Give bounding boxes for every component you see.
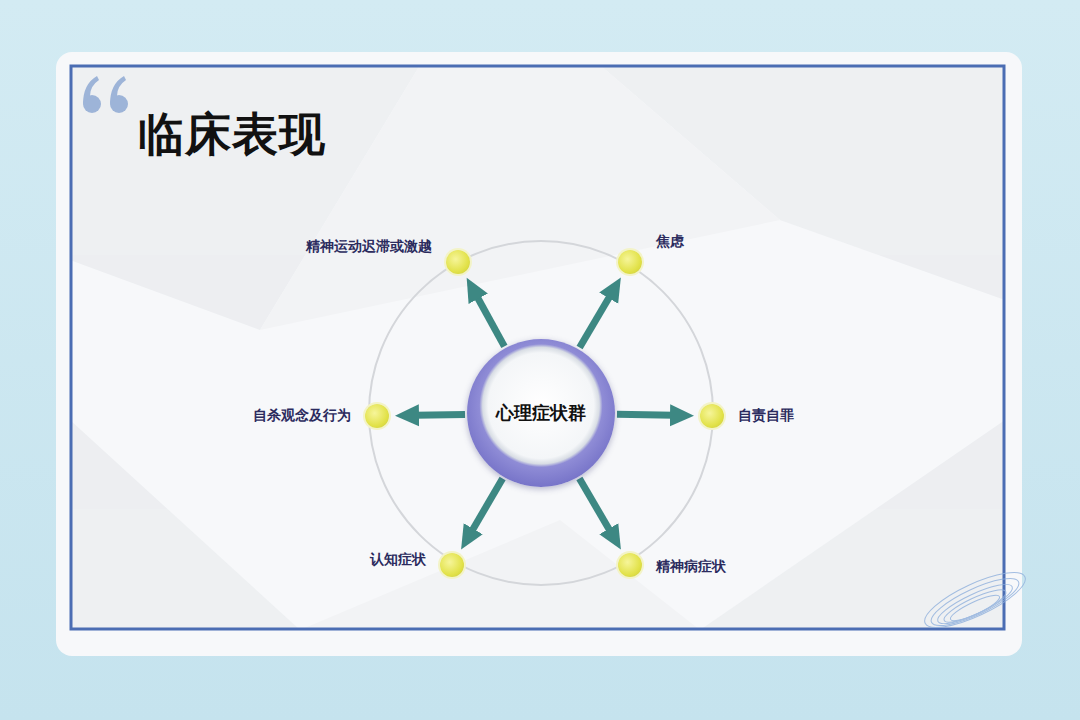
arrow-connector: [471, 479, 502, 533]
orbit-ring: [369, 241, 713, 585]
hub-circle: 心理症状群: [467, 339, 615, 487]
symptom-dot: 精神运动迟滞或激越: [446, 250, 470, 274]
arrow-connector: [617, 414, 674, 415]
symptom-dot: 自杀观念及行为: [365, 404, 389, 428]
arrow-connector: [580, 295, 611, 348]
symptom-label: 精神运动迟滞或激越: [306, 238, 432, 256]
symptom-dot: 自责自罪: [700, 404, 724, 428]
symptom-label: 自杀观念及行为: [253, 407, 351, 425]
frame: [71, 66, 1004, 629]
symptom-label: 精神病症状: [656, 558, 726, 576]
symptom-dot: 精神病症状: [618, 553, 642, 577]
quote-mark: [83, 76, 128, 113]
symptom-label: 自责自罪: [738, 407, 794, 425]
slide-title: 临床表现: [138, 104, 326, 166]
card: [56, 52, 1022, 656]
facets: [70, 65, 1005, 630]
symptom-dot: 焦虑: [618, 250, 642, 274]
symptom-label: 认知症状: [370, 551, 426, 569]
arrow-connector: [476, 295, 504, 346]
symptom-label: 焦虑: [656, 233, 684, 251]
arrow-connector: [415, 411, 465, 419]
hub-label: 心理症状群: [496, 401, 586, 425]
facets-light: [260, 65, 780, 630]
arrow-connector: [579, 479, 610, 533]
symptom-dot: 认知症状: [440, 553, 464, 577]
swirl: [918, 562, 1031, 637]
